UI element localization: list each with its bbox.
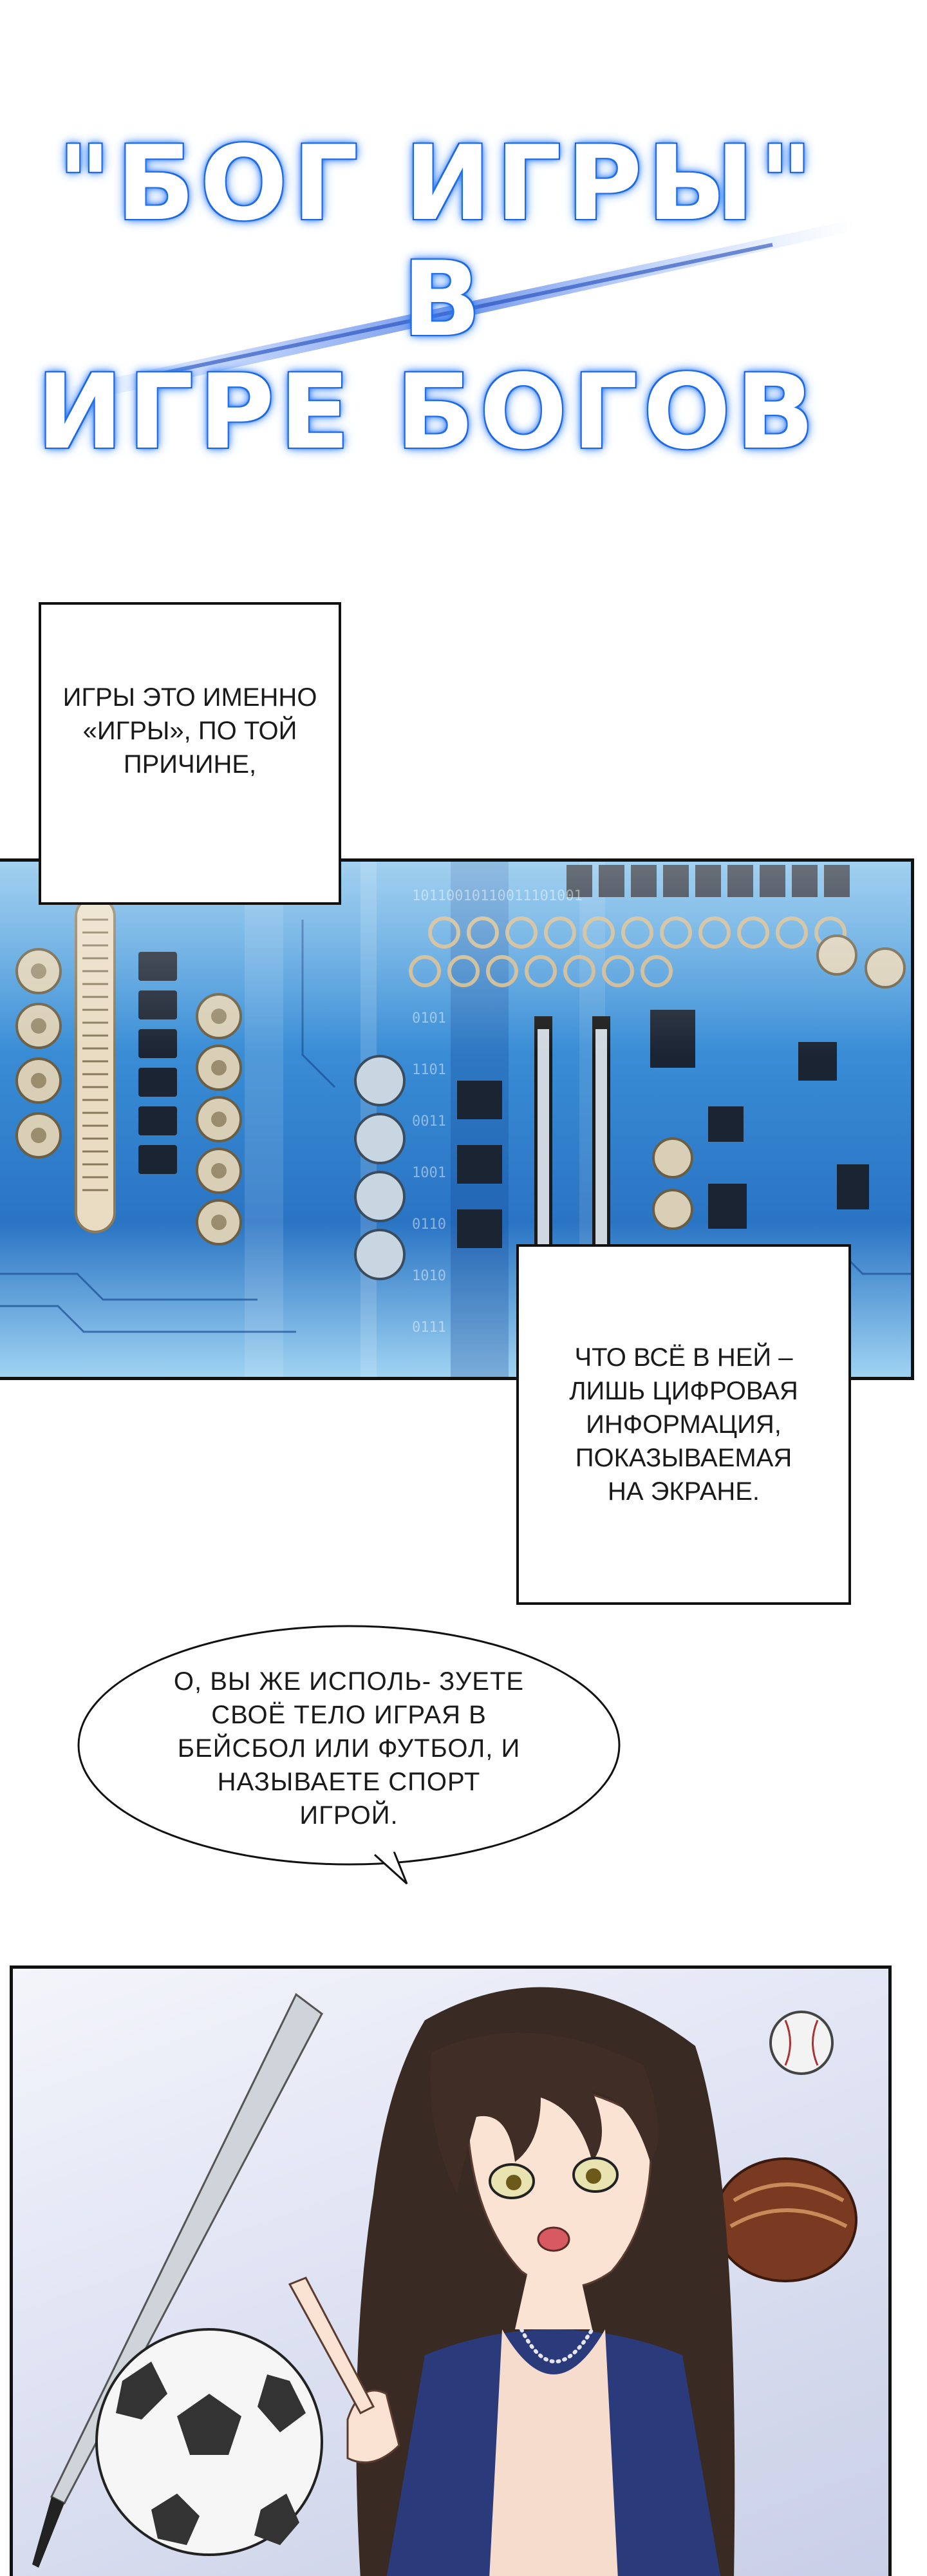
title-line-2: В: [402, 239, 486, 359]
narration-text-2: ЧТО ВСЁ В НЕЙ – ЛИШЬ ЦИФРОВАЯ ИНФОРМАЦИЯ…: [569, 1343, 798, 1506]
narration-box-1: ИГРЫ ЭТО ИМЕННО «ИГРЫ», ПО ТОЙ ПРИЧИНЕ,: [39, 602, 341, 905]
svg-text:0111: 0111: [412, 1320, 446, 1336]
character-illustration: [32, 1987, 857, 2576]
baseball-icon: [769, 2011, 834, 2075]
svg-text:0110: 0110: [412, 1217, 446, 1233]
svg-text:0011: 0011: [412, 1113, 446, 1130]
svg-text:1001: 1001: [412, 1165, 446, 1181]
comic-title: "БОГ ИГРЫ" В ИГРЕ БОГОВ: [0, 97, 927, 483]
narration-text-1: ИГРЫ ЭТО ИМЕННО «ИГРЫ», ПО ТОЙ ПРИЧИНЕ,: [62, 683, 317, 779]
speech-bubble-text: О, ВЫ ЖЕ ИСПОЛЬ- ЗУЕТЕ СВОЁ ТЕЛО ИГРАЯ В…: [173, 1667, 525, 1830]
title-line-1: "БОГ ИГРЫ": [57, 123, 818, 243]
baseball-glove-icon: [713, 2157, 857, 2282]
speech-bubble: О, ВЫ ЖЕ ИСПОЛЬ- ЗУЕТЕ СВОЁ ТЕЛО ИГРАЯ В…: [72, 1616, 626, 1887]
character-illustration-panel: [10, 1965, 892, 2576]
svg-text:1010: 1010: [412, 1268, 446, 1284]
svg-text:1101: 1101: [412, 1062, 446, 1078]
title-line-3: ИГРЕ БОГОВ: [36, 352, 819, 472]
soccer-ball-icon: [95, 2328, 323, 2556]
narration-box-2: ЧТО ВСЁ В НЕЙ – ЛИШЬ ЦИФРОВАЯ ИНФОРМАЦИЯ…: [516, 1244, 851, 1605]
speech-bubble-shape: [77, 1625, 621, 1885]
title-light-streak: [58, 219, 856, 402]
